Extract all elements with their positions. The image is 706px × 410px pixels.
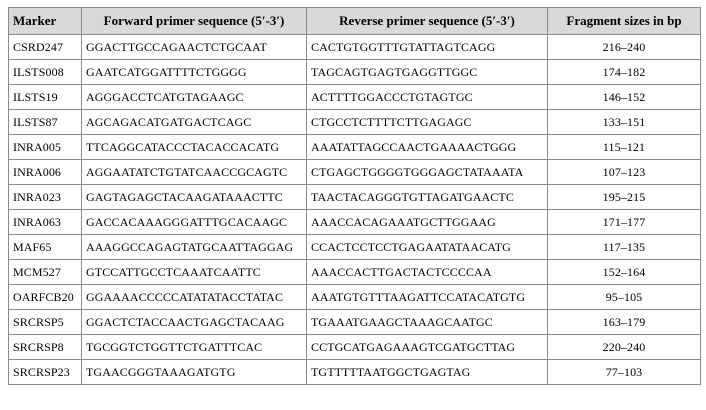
cell-reverse-primer: AAACCACTTGACTACTCCCCAA [306, 259, 548, 285]
primer-table-container: Marker Forward primer sequence (5′-3′) R… [8, 7, 701, 385]
cell-marker: INRA023 [8, 184, 82, 210]
cell-fragment-size: 133–151 [547, 109, 701, 135]
cell-reverse-primer: TAACTACAGGGTGTTAGATGAACTC [306, 184, 548, 210]
cell-reverse-primer: AAACCACAGAAATGCTTGGAAG [306, 209, 548, 235]
cell-reverse-primer: CCACTCCTCCTGAGAATATAACATG [306, 234, 548, 260]
cell-marker: ILSTS008 [8, 59, 82, 85]
cell-fragment-size: 115–121 [547, 134, 701, 160]
cell-fragment-size: 174–182 [547, 59, 701, 85]
cell-marker: MAF65 [8, 234, 82, 260]
cell-forward-primer: AAAGGCCAGAGTATGCAATTAGGAG [81, 234, 307, 260]
cell-reverse-primer: AAATATTAGCCAACTGAAAACTGGG [306, 134, 548, 160]
cell-fragment-size: 146–152 [547, 84, 701, 110]
cell-marker: INRA006 [8, 159, 82, 185]
cell-forward-primer: TGCGGTCTGGTTCTGATTTCAC [81, 334, 307, 360]
cell-reverse-primer: CTGAGCTGGGGTGGGAGCTATAAATA [306, 159, 548, 185]
cell-reverse-primer: ACTTTTGGACCCTGTAGTGC [306, 84, 548, 110]
cell-reverse-primer: CTGCCTCTTTTCTTGAGAGC [306, 109, 548, 135]
cell-marker: CSRD247 [8, 34, 82, 60]
cell-fragment-size: 163–179 [547, 309, 701, 335]
cell-reverse-primer: TGAAATGAAGCTAAAGCAATGC [306, 309, 548, 335]
cell-marker: INRA063 [8, 209, 82, 235]
cell-fragment-size: 77–103 [547, 359, 701, 385]
cell-reverse-primer: CCTGCATGAGAAAGTCGATGCTTAG [306, 334, 548, 360]
cell-forward-primer: GGACTTGCCAGAACTCTGCAAT [81, 34, 307, 60]
cell-fragment-size: 195–215 [547, 184, 701, 210]
cell-fragment-size: 107–123 [547, 159, 701, 185]
table-header: Marker Forward primer sequence (5′-3′) R… [8, 7, 701, 35]
cell-marker: SRCRSP23 [8, 359, 82, 385]
header-marker: Marker [8, 7, 82, 35]
cell-marker: ILSTS19 [8, 84, 82, 110]
header-fragment-sizes: Fragment sizes in bp [547, 7, 701, 35]
cell-reverse-primer: TAGCAGTGAGTGAGGTTGGC [306, 59, 548, 85]
header-reverse-primer: Reverse primer sequence (5′-3′) [306, 7, 548, 35]
cell-fragment-size: 216–240 [547, 34, 701, 60]
cell-reverse-primer: TGTTTTTAATGGCTGAGTAG [306, 359, 548, 385]
cell-fragment-size: 171–177 [547, 209, 701, 235]
cell-marker: ILSTS87 [8, 109, 82, 135]
cell-forward-primer: GTCCATTGCCTCAAATCAATTC [81, 259, 307, 285]
cell-forward-primer: GGAAAACCCCCATATATACCTATAC [81, 284, 307, 310]
cell-forward-primer: AGCAGACATGATGACTCAGC [81, 109, 307, 135]
cell-forward-primer: TTCAGGCATACCCTACACCACATG [81, 134, 307, 160]
cell-marker: SRCRSP8 [8, 334, 82, 360]
cell-marker: OARFCB20 [8, 284, 82, 310]
cell-marker: INRA005 [8, 134, 82, 160]
header-row: Marker Forward primer sequence (5′-3′) R… [8, 7, 701, 35]
cell-forward-primer: GGACTCTACCAACTGAGCTACAAG [81, 309, 307, 335]
cell-reverse-primer: CACTGTGGTTTGTATTAGTCAGG [306, 34, 548, 60]
primer-table: Marker Forward primer sequence (5′-3′) R… [8, 7, 701, 385]
cell-fragment-size: 152–164 [547, 259, 701, 285]
cell-forward-primer: GACCACAAAGGGATTTGCACAAGC [81, 209, 307, 235]
cell-marker: SRCRSP5 [8, 309, 82, 335]
cell-fragment-size: 117–135 [547, 234, 701, 260]
cell-forward-primer: TGAACGGGTAAAGATGTG [81, 359, 307, 385]
cell-forward-primer: AGGAATATCTGTATCAACCGCAGTC [81, 159, 307, 185]
cell-marker: MCM527 [8, 259, 82, 285]
header-forward-primer: Forward primer sequence (5′-3′) [81, 7, 307, 35]
cell-forward-primer: GAGTAGAGCTACAAGATAAACTTC [81, 184, 307, 210]
cell-fragment-size: 95–105 [547, 284, 701, 310]
cell-fragment-size: 220–240 [547, 334, 701, 360]
cell-forward-primer: AGGGACCTCATGTAGAAGC [81, 84, 307, 110]
cell-forward-primer: GAATCATGGATTTTCTGGGG [81, 59, 307, 85]
cell-reverse-primer: AAATGTGTTTAAGATTCCATACATGTG [306, 284, 548, 310]
